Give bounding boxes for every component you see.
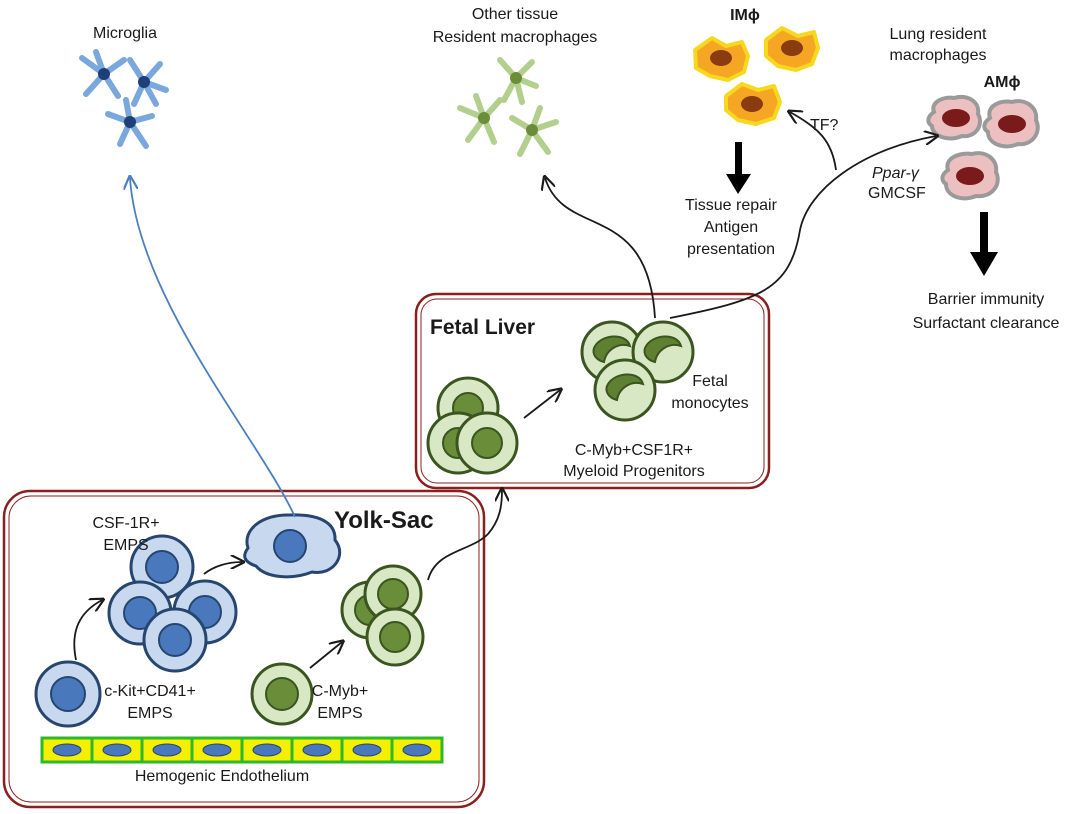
cmyb-label-1: C-Myb+ — [312, 683, 368, 700]
tf-label: TF? — [810, 117, 839, 134]
am-label: AMϕ — [984, 74, 1021, 91]
yolk-sac-macrophage — [243, 513, 342, 579]
csf1r-label-1: CSF-1R+ — [92, 515, 159, 532]
yolk-sac-box — [2, 489, 486, 809]
myeloid-progenitor-cluster — [426, 376, 519, 475]
arrow-to-im — [790, 112, 837, 171]
myeloid-progenitors-label-2: Myeloid Progenitors — [563, 463, 704, 480]
arrow-ckit-to-csf1r — [73, 600, 102, 661]
gmcsf-label: GMCSF — [868, 185, 926, 202]
presentation-label: presentation — [687, 241, 775, 258]
tissue-resident-macrophages — [457, 57, 559, 157]
fetal-monocyte-cluster — [580, 320, 695, 422]
other-tissue-label-1: Other tissue — [472, 6, 558, 23]
microglia-cells — [79, 49, 169, 149]
csf1r-emp-cluster — [107, 534, 238, 673]
antigen-label: Antigen — [704, 219, 758, 236]
fetal-monocytes-label-2: monocytes — [671, 395, 748, 412]
cmyb-emp-cell — [250, 662, 314, 726]
microglia-label: Microglia — [93, 25, 157, 42]
arrow-yolk-to-fetal-liver — [427, 490, 502, 581]
interstitial-macrophages — [693, 26, 820, 126]
fetal-monocytes-label-1: Fetal — [692, 373, 728, 390]
im-label: IMϕ — [730, 7, 760, 24]
cmyb-emp-cluster — [340, 564, 425, 667]
ckit-label-2: EMPS — [127, 705, 172, 722]
cmyb-label-2: EMPS — [317, 705, 362, 722]
lung-resident-label-1: Lung resident — [890, 26, 988, 43]
arrow-progenitor-to-monocyte — [523, 390, 560, 419]
alveolar-macrophages — [926, 95, 1040, 201]
hemogenic-endothelium — [40, 736, 444, 764]
im-function-arrow — [726, 142, 751, 194]
barrier-label: Barrier immunity — [928, 291, 1044, 308]
am-function-arrow — [970, 212, 998, 276]
arrow-yolk-to-microglia — [130, 178, 296, 518]
tissue-repair-label: Tissue repair — [685, 197, 778, 214]
yolk-sac-title: Yolk-Sac — [334, 507, 434, 534]
csf1r-label-2: EMPS — [103, 537, 148, 554]
fetal-liver-title: Fetal Liver — [430, 316, 535, 339]
arrow-cmyb-to-cluster — [309, 642, 342, 669]
other-tissue-label-2: Resident macrophages — [433, 29, 598, 46]
ppar-label: Ppar-γ — [872, 165, 920, 182]
ckit-emp-cell — [34, 660, 102, 728]
lung-resident-label-2: macrophages — [890, 47, 987, 64]
arrow-liver-to-tissue — [545, 178, 656, 319]
arrow-liver-to-am — [669, 136, 936, 319]
hemogenic-label: Hemogenic Endothelium — [135, 768, 309, 785]
ckit-label-1: c-Kit+CD41+ — [104, 683, 196, 700]
fetal-liver-box — [414, 292, 771, 490]
myeloid-progenitors-label-1: C-Myb+CSF1R+ — [575, 442, 693, 459]
arrow-csf1r-to-macrophage — [203, 562, 242, 575]
surfactant-label: Surfactant clearance — [913, 315, 1060, 332]
